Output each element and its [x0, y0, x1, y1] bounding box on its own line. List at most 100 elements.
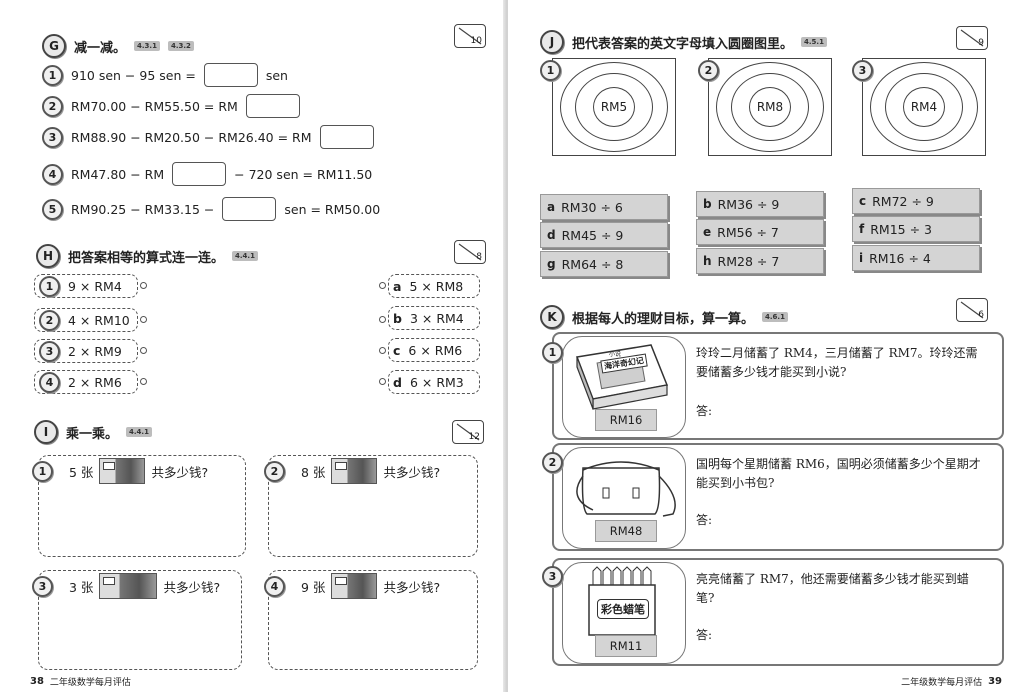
j-target-2-outer-ring[interactable] — [716, 62, 824, 152]
j-target-3-value: RM4 — [910, 100, 938, 114]
h-left-dot-2[interactable] — [140, 316, 147, 323]
h-left-dot-1[interactable] — [140, 282, 147, 289]
h-right-item-c-text: 6 × RM6 — [408, 342, 463, 358]
h-left-item-4[interactable]: 4 2 × RM6 — [34, 370, 138, 394]
k-item-1-picture: 小说 海洋奇幻记 RM16 — [562, 336, 686, 438]
right-footer-title: 二年级数学每月评估 — [901, 678, 983, 688]
h-right-item-a[interactable]: a 5 × RM8 — [388, 274, 480, 298]
i-item-2: 2 8 张 共多少钱? — [264, 458, 440, 484]
j-target-3-middle-ring[interactable] — [885, 73, 963, 141]
section-i-score-box: 12 — [452, 420, 484, 444]
g-item-4: 4 RM47.80 − RM − 720 sen = RM11.50 — [42, 162, 372, 186]
section-j-badge: J — [540, 30, 564, 54]
g-item-2-answer-box[interactable] — [245, 94, 300, 118]
g-item-1: 1 910 sen − 95 sen = sen — [42, 63, 288, 87]
k-item-2-price-tag: RM48 — [595, 520, 657, 542]
j-target-2-number: 2 — [698, 60, 719, 81]
h-right-dot-a[interactable] — [379, 282, 386, 289]
h-right-item-d-text: 6 × RM3 — [409, 374, 464, 390]
h-left-item-2[interactable]: 2 4 × RM10 — [34, 308, 138, 332]
j-option-d-text: RM45 ÷ 9 — [561, 227, 624, 243]
h-right-dot-b[interactable] — [379, 316, 386, 323]
k-item-2-price: RM48 — [609, 524, 643, 538]
left-footer: 38 二年级数学每月评估 — [30, 675, 131, 688]
j-target-1-number: 1 — [540, 60, 561, 81]
h-right-dot-c[interactable] — [379, 347, 386, 354]
h-left-item-1-text: 9 × RM4 — [68, 278, 122, 294]
i-item-4: 4 9 张 共多少钱? — [264, 573, 440, 599]
j-target-1: RM5 — [552, 58, 676, 156]
j-target-3-number: 3 — [852, 60, 873, 81]
section-h-header: H 把答案相等的算式连一连。 4.4.1 — [36, 244, 258, 268]
g-item-1-pre: 910 sen − 95 sen = — [71, 67, 196, 83]
g-item-5-answer-box[interactable] — [222, 197, 277, 221]
j-option-f-letter: f — [859, 222, 865, 236]
i-item-3: 3 3 张 共多少钱? — [32, 573, 220, 599]
left-page: G 减一减。 4.3.1 4.3.2 10 1 910 sen − 95 sen… — [0, 0, 508, 692]
h-left-item-3[interactable]: 3 2 × RM9 — [34, 339, 138, 363]
g-item-4-number: 4 — [42, 163, 63, 185]
j-target-2-middle-ring[interactable] — [731, 73, 809, 141]
section-h-tag: 4.4.1 — [232, 251, 258, 261]
h-left-item-4-text: 2 × RM6 — [68, 374, 122, 390]
h-right-item-b-text: 3 × RM4 — [409, 310, 464, 326]
h-right-item-c[interactable]: c 6 × RM6 — [388, 338, 480, 362]
section-k-badge: K — [540, 305, 564, 329]
j-target-1-outer-ring[interactable] — [560, 62, 668, 152]
k-item-2-answer-label: 答: — [696, 513, 713, 527]
h-left-dot-3[interactable] — [140, 347, 147, 354]
left-footer-title: 二年级数学每月评估 — [49, 678, 131, 688]
j-target-3: RM4 — [862, 58, 986, 156]
banknote-icon — [99, 458, 146, 484]
h-right-item-b[interactable]: b 3 × RM4 — [388, 306, 480, 330]
h-left-item-2-text: 4 × RM10 — [68, 312, 130, 328]
h-left-item-3-number: 3 — [39, 340, 60, 362]
h-right-item-a-letter: a — [393, 278, 402, 294]
j-option-c-text: RM72 ÷ 9 — [872, 193, 934, 209]
j-target-1-middle-ring[interactable] — [575, 73, 653, 141]
banknote-icon — [331, 458, 378, 484]
h-left-item-4-number: 4 — [39, 371, 60, 393]
section-i-badge: I — [34, 420, 58, 444]
section-i-score: 12 — [468, 432, 480, 442]
section-g-title: 减一减。 — [74, 40, 127, 56]
section-k-header: K 根据每人的理财目标，算一算。 4.6.1 — [540, 305, 788, 329]
j-option-h-letter: h — [703, 254, 712, 268]
j-option-h: h RM28 ÷ 7 — [696, 248, 824, 274]
j-option-h-text: RM28 ÷ 7 — [717, 253, 780, 269]
h-right-dot-d[interactable] — [379, 378, 386, 385]
i-item-3-ask: 共多少钱? — [163, 579, 221, 595]
g-item-5-number: 5 — [42, 198, 63, 220]
section-j-tag: 4.5.1 — [801, 37, 827, 47]
section-k-title: 根据每人的理财目标，算一算。 — [572, 311, 755, 327]
h-left-dot-4[interactable] — [140, 378, 147, 385]
g-item-4-answer-box[interactable] — [172, 162, 227, 186]
h-right-item-d-letter: d — [393, 374, 402, 390]
k-item-2: RM48 国明每个星期储蓄 RM6，国明必须储蓄多少个星期才能买到小书包? 答: — [552, 443, 1004, 551]
g-item-1-answer-box[interactable] — [203, 63, 258, 87]
j-target-3-outer-ring[interactable] — [870, 62, 978, 152]
k-item-2-picture: RM48 — [562, 447, 686, 549]
i-item-1: 1 5 张 共多少钱? — [32, 458, 208, 484]
j-target-2: RM8 — [708, 58, 832, 156]
i-item-1-ask: 共多少钱? — [151, 464, 209, 480]
g-item-3-pre: RM88.90 − RM20.50 − RM26.40 = RM — [71, 129, 312, 145]
h-right-item-a-text: 5 × RM8 — [409, 278, 464, 294]
right-page: J 把代表答案的英文字母填入圆圈图里。 4.5.1 9 RM5 1 RM8 2 … — [508, 0, 1024, 692]
h-right-item-c-letter: c — [393, 342, 401, 358]
j-option-i-text: RM16 ÷ 4 — [869, 250, 931, 266]
j-target-1-value: RM5 — [600, 100, 628, 114]
k-item-3-price: RM11 — [609, 639, 643, 653]
h-right-item-d[interactable]: d 6 × RM3 — [388, 370, 480, 394]
j-option-d: d RM45 ÷ 9 — [540, 222, 668, 248]
h-left-item-3-text: 2 × RM9 — [68, 343, 122, 359]
h-left-item-1[interactable]: 1 9 × RM4 — [34, 274, 138, 298]
left-page-number: 38 — [30, 676, 44, 687]
j-option-a-letter: a — [547, 200, 556, 214]
g-item-3-answer-box[interactable] — [319, 125, 374, 149]
h-left-item-2-number: 2 — [39, 309, 60, 331]
j-option-d-letter: d — [547, 228, 556, 242]
